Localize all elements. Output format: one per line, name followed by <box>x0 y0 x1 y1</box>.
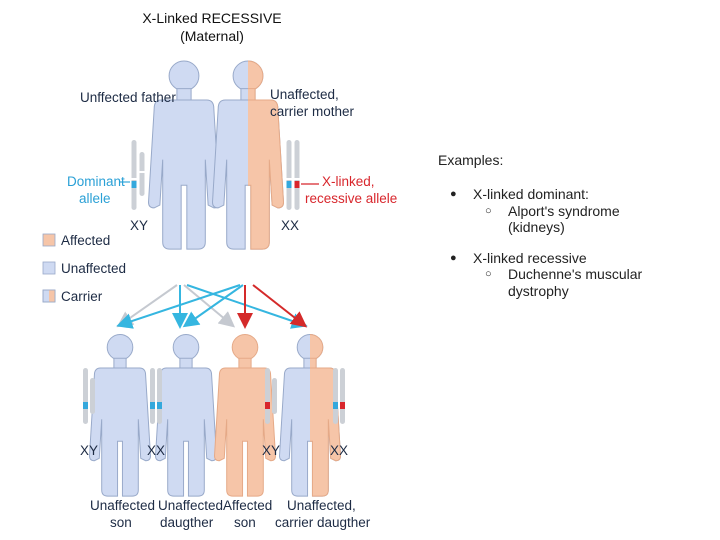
circle-bullet-icon: ○ <box>485 204 492 217</box>
example-sub-item: ○ Duchenne's muscular dystrophy <box>473 266 708 299</box>
child-affected-son: XY Affected son <box>213 333 280 530</box>
circle-bullet-icon: ○ <box>485 268 492 280</box>
child-4-label-line-2: carrier daugther <box>275 515 371 530</box>
diagram-title: X-Linked RECESSIVE (Maternal) <box>112 9 312 45</box>
child-2-chromosome-label: XX <box>147 443 165 458</box>
child-1-label-line-2: son <box>110 515 132 530</box>
arrow-mother-red-to-daughter-2 <box>252 284 308 328</box>
mother-label-line-1: Unaffected, <box>270 87 339 102</box>
child-3-chromosome-label: XY <box>262 443 280 458</box>
dominant-allele-label-1: Dominant <box>67 174 125 189</box>
mother-label-line-2: carrier mother <box>270 104 355 119</box>
bullet-icon: ● <box>450 188 457 200</box>
child-1-chromosome-label: XY <box>80 443 98 458</box>
legend-swatch-affected <box>42 233 56 247</box>
recessive-allele-label-2: recessive allele <box>305 191 397 206</box>
title-line-2: (Maternal) <box>180 28 244 44</box>
example-sub-line-2: dystrophy <box>508 282 569 299</box>
legend-label-affected: Affected <box>61 233 110 248</box>
legend-swatch-unaffected <box>42 261 56 275</box>
examples-heading: Examples: <box>438 152 504 168</box>
mother-chromosomes <box>286 140 300 210</box>
arrow-mother-blue-to-daughter-1 <box>182 284 244 328</box>
father-chromosomes <box>131 140 145 210</box>
child-2-label-line-1: Unaffected <box>158 498 223 513</box>
dominant-allele-label-2: allele <box>79 191 111 206</box>
recessive-allele-label-1: X-linked, <box>322 174 375 189</box>
child-carrier-daughter: XX Unaffected, carrier daugther <box>275 333 371 530</box>
example-item-dominant: ● X-linked dominant: ○ Alport's syndrome… <box>438 186 708 236</box>
child-4-chromosome-label: XX <box>330 443 348 458</box>
father-label: Unffected father <box>80 90 176 105</box>
example-sub-line-1: Alport's syndrome <box>508 202 620 219</box>
example-label: X-linked dominant: <box>473 186 589 202</box>
example-sub-item: ○ Alport's syndrome (kidneys) <box>473 203 708 236</box>
legend: Affected Unaffected Carrier <box>42 233 126 304</box>
example-label: X-linked recessive <box>473 249 587 266</box>
child-3-label-line-1: Affected <box>223 498 272 513</box>
legend-label-carrier: Carrier <box>61 289 103 304</box>
father-chromosome-label: XY <box>130 218 148 233</box>
arrow-mother-blue-to-son-1 <box>116 284 241 329</box>
examples-panel: Examples: ● X-linked dominant: ○ Alport'… <box>438 152 708 313</box>
legend-label-unaffected: Unaffected <box>61 261 126 276</box>
arrow-father-to-son-2 <box>183 284 236 328</box>
mother-chromosome-label: XX <box>281 218 299 233</box>
child-4-label-line-1: Unaffected, <box>287 498 356 513</box>
child-unaffected-son: XY Unaffected son <box>80 333 155 530</box>
child-3-label-line-2: son <box>234 515 256 530</box>
example-sub-line-2: (kidneys) <box>508 219 565 235</box>
inheritance-arrows <box>116 284 308 329</box>
bullet-icon: ● <box>450 251 457 264</box>
child-unaffected-daughter: XX Unaffected daugther <box>147 333 223 530</box>
child-2-label-line-2: daugther <box>160 515 214 530</box>
example-item-recessive: ● X-linked recessive ○ Duchenne's muscul… <box>438 250 708 300</box>
example-sub-line-1: Duchenne's muscular <box>508 266 643 282</box>
legend-swatch-carrier <box>42 289 56 303</box>
title-line-1: X-Linked RECESSIVE <box>142 10 282 26</box>
arrow-father-to-son-1 <box>116 284 178 328</box>
child-1-label-line-1: Unaffected <box>90 498 155 513</box>
